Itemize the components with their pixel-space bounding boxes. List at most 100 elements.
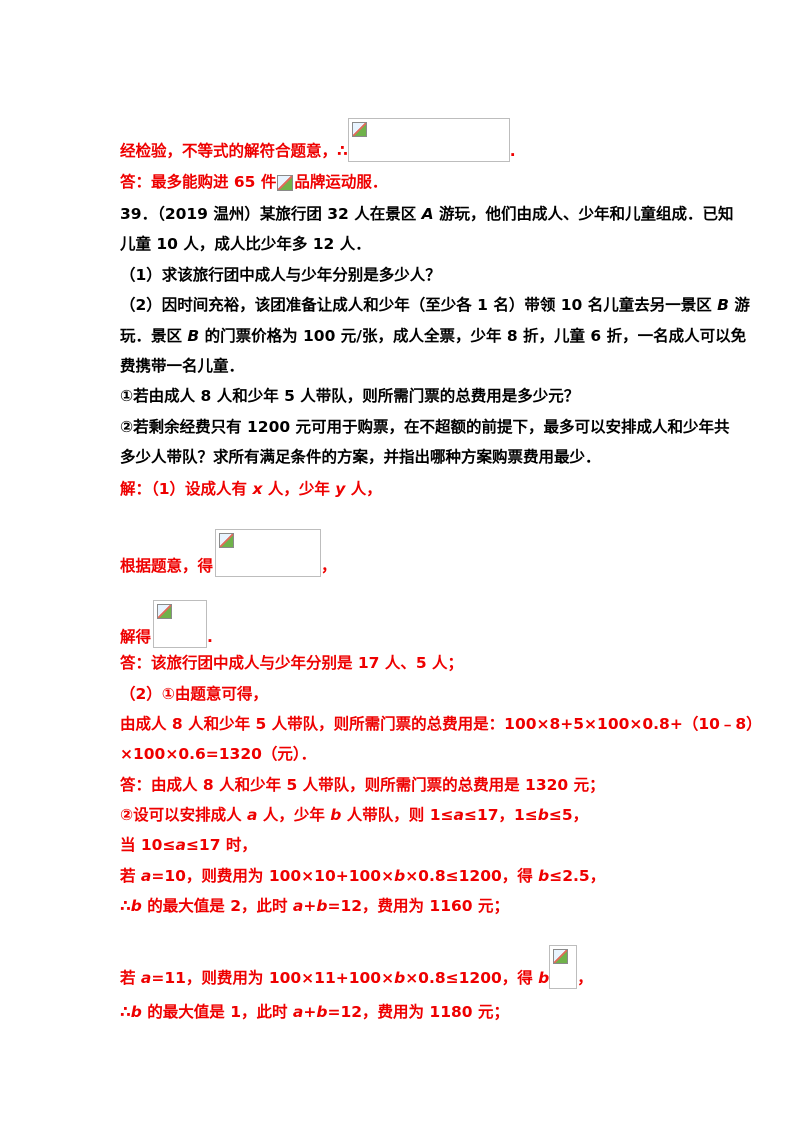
text: 经检验，不等式的解符合题意，∴ — [120, 142, 348, 160]
text: （2）因时间充裕，该团准备让成人和少年（至少各 1 名）带领 10 名儿童去另一… — [120, 296, 718, 314]
text: ∴ — [120, 897, 131, 915]
text: ∴ — [120, 1003, 131, 1021]
text: 39．（2019 温州）某旅行团 32 人在景区 — [120, 205, 422, 223]
var: A — [421, 205, 434, 223]
answer-part1: 答：该旅行团中成人与少年分别是 17 人、5 人； — [120, 652, 463, 674]
case-a11: 若 a=11，则费用为 100×11+100×b×0.8≤1200，得 b， — [120, 945, 593, 989]
text: ≤2.5， — [549, 867, 606, 885]
solution-equation-line: 根据题意，得 ， — [120, 529, 337, 577]
text: + — [303, 897, 317, 915]
case-a10-result: ∴b 的最大值是 2，此时 a+b=12，费用为 1160 元； — [120, 895, 509, 917]
verification-line: 经检验，不等式的解符合题意，∴. — [120, 118, 516, 162]
text: 由成人 8 人和少年 5 人带队，则所需门票的总费用是：100×8+5×100×… — [120, 715, 762, 733]
text: ≤5， — [548, 806, 589, 824]
formula-image — [347, 118, 510, 162]
var: B — [717, 296, 729, 314]
var: y — [335, 480, 346, 498]
answer-sub1: 答：由成人 8 人和少年 5 人带队，则所需门票的总费用是 1320 元； — [120, 774, 605, 796]
question-sub2-line1: ②若剩余经费只有 1200 元可用于购票，在不超额的前提下，最多可以安排成人和少… — [120, 416, 730, 438]
text: 游 — [728, 296, 750, 314]
text: ×100×0.6=1320（元）． — [120, 745, 317, 763]
text: ≤17 时， — [185, 836, 257, 854]
question-39-line2: 儿童 10 人，成人比少年多 12 人． — [120, 233, 371, 255]
var: b — [537, 806, 549, 824]
text: ×0.8≤1200，得 — [405, 969, 539, 987]
case-a10: 若 a=10，则费用为 100×10+100×b×0.8≤1200，得 b≤2.… — [120, 865, 605, 887]
question-sub1: ①若由成人 8 人和少年 5 人带队，则所需门票的总费用是多少元？ — [120, 385, 579, 407]
var: b — [316, 897, 328, 915]
case-line: 当 10≤a≤17 时， — [120, 834, 257, 856]
text: 答：最多能购进 65 件 — [120, 173, 277, 191]
text: =12，费用为 1160 元； — [327, 897, 509, 915]
var: a — [140, 969, 152, 987]
var: b — [330, 806, 342, 824]
question-part2-line1: （2）因时间充裕，该团准备让成人和少年（至少各 1 名）带领 10 名儿童去另一… — [120, 294, 750, 316]
text: ①若由成人 8 人和少年 5 人带队，则所需门票的总费用是多少元？ — [120, 387, 580, 405]
var: b — [394, 867, 406, 885]
text: 解得 — [120, 628, 152, 646]
text: ， — [577, 969, 593, 987]
broken-image-icon — [157, 604, 173, 619]
var: x — [252, 480, 263, 498]
calc-line2: ×100×0.6=1320（元）． — [120, 743, 316, 765]
text: 人， — [345, 480, 382, 498]
question-part2-line2: 玩．景区 B 的门票价格为 100 元/张，成人全票，少年 8 折，儿童 6 折… — [120, 325, 746, 347]
var: a — [175, 836, 186, 854]
text: ②若剩余经费只有 1200 元可用于购票，在不超额的前提下，最多可以安排成人和少… — [120, 418, 730, 436]
text: 人带队，则 1≤ — [341, 806, 454, 824]
text: 的最大值是 1，此时 — [141, 1003, 293, 1021]
solution-line1: 解：（1）设成人有 x 人，少年 y 人， — [120, 478, 382, 500]
text: . — [207, 628, 213, 646]
text: 玩．景区 — [120, 327, 188, 345]
question-39-line1: 39．（2019 温州）某旅行团 32 人在景区 A 游玩，他们由成人、少年和儿… — [120, 203, 734, 225]
text: 人，少年 — [257, 806, 331, 824]
case-a11-result: ∴b 的最大值是 1，此时 a+b=12，费用为 1180 元； — [120, 1001, 509, 1023]
setup-line: ②设可以安排成人 a 人，少年 b 人带队，则 1≤a≤17，1≤b≤5， — [120, 804, 588, 826]
text: + — [303, 1003, 317, 1021]
text: 费携带一名儿童． — [120, 357, 245, 375]
text: 多少人带队？求所有满足条件的方案，并指出哪种方案购票费用最少． — [120, 448, 601, 466]
question-part1: （1）求该旅行团中成人与少年分别是多少人？ — [120, 264, 441, 286]
text: 品牌运动服． — [294, 173, 388, 191]
broken-image-icon — [351, 122, 367, 137]
text: 答：该旅行团中成人与少年分别是 17 人、5 人； — [120, 654, 464, 672]
text: ， — [321, 557, 337, 575]
text: =10，则费用为 100×10+100× — [151, 867, 395, 885]
broken-image-icon — [553, 949, 569, 964]
inequality-image — [549, 945, 578, 989]
question-part2-line3: 费携带一名儿童． — [120, 355, 244, 377]
text: 若 — [120, 867, 141, 885]
var: a — [140, 867, 152, 885]
text: =11，则费用为 100×11+100× — [151, 969, 395, 987]
text: （2）①由题意可得， — [120, 685, 268, 703]
text: 人，少年 — [262, 480, 336, 498]
var: a — [292, 1003, 304, 1021]
var: a — [247, 806, 258, 824]
var: b — [130, 897, 142, 915]
var: b — [394, 969, 406, 987]
var: a — [453, 806, 464, 824]
var: b — [130, 1003, 142, 1021]
solution-result-line: 解得. — [120, 600, 213, 648]
text: ②设可以安排成人 — [120, 806, 248, 824]
question-sub2-line2: 多少人带队？求所有满足条件的方案，并指出哪种方案购票费用最少． — [120, 446, 601, 468]
text: 当 10≤ — [120, 836, 176, 854]
answer-line: 答：最多能购进 65 件品牌运动服． — [120, 171, 387, 193]
var: b — [538, 867, 550, 885]
text: 游玩，他们由成人、少年和儿童组成．已知 — [433, 205, 734, 223]
text: 的门票价格为 100 元/张，成人全票，少年 8 折，儿童 6 折，一名成人可以… — [199, 327, 747, 345]
text: 根据题意，得 — [120, 557, 214, 575]
text: 的最大值是 2，此时 — [141, 897, 293, 915]
var: b — [538, 969, 550, 987]
text: 解：（1）设成人有 — [120, 480, 253, 498]
equation-image — [215, 529, 322, 577]
text: （1）求该旅行团中成人与少年分别是多少人？ — [120, 266, 441, 284]
broken-image-icon — [219, 533, 235, 548]
answer-part2-intro: （2）①由题意可得， — [120, 683, 268, 705]
text: . — [509, 142, 516, 160]
text: ≤17，1≤ — [463, 806, 538, 824]
text: ×0.8≤1200，得 — [405, 867, 539, 885]
text: =12，费用为 1180 元； — [327, 1003, 509, 1021]
broken-image-icon — [277, 174, 294, 191]
var: B — [187, 327, 200, 345]
